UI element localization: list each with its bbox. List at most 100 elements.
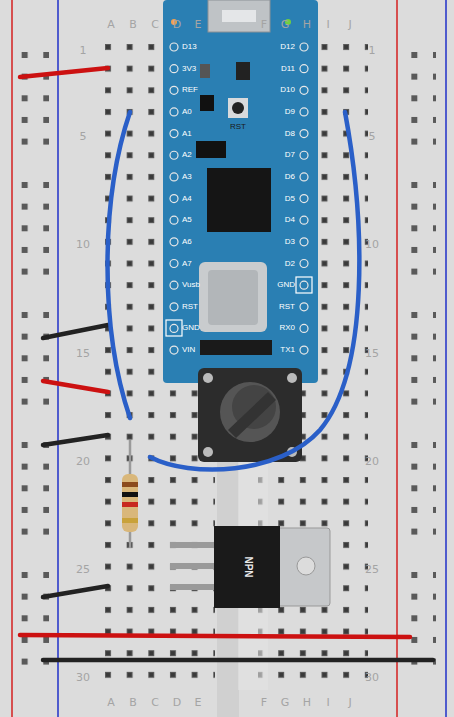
smd-part [200, 64, 210, 78]
pin-label: A0 [182, 108, 192, 116]
rail-holes-right [408, 52, 436, 672]
transistor-leg [170, 542, 216, 548]
pin-label: GND [182, 324, 200, 332]
pin-label: A6 [182, 238, 192, 246]
pin-label: D9 [285, 108, 295, 116]
pin-label: GND [277, 281, 295, 289]
row-number: 25 [365, 564, 379, 575]
pin-label: A2 [182, 151, 192, 159]
rail-line-red [11, 0, 13, 717]
pin-label: A1 [182, 130, 192, 138]
pin-label: Vusb [182, 281, 200, 289]
resistor-body [122, 474, 138, 532]
row-number: 30 [76, 672, 90, 683]
column-letter: C [151, 697, 159, 708]
regulator-module [199, 262, 267, 332]
rail-line-blue [57, 0, 59, 717]
transistor-leg [170, 563, 216, 569]
pin-label: 3V3 [182, 65, 196, 73]
knob-indicator [228, 392, 276, 438]
column-letter: I [326, 697, 329, 708]
transistor-tab [276, 528, 330, 606]
column-letter: A [107, 697, 115, 708]
pin-label: D10 [280, 86, 295, 94]
column-letter: A [107, 19, 115, 30]
column-letter: G [281, 19, 290, 30]
pin-label: D8 [285, 130, 295, 138]
pin-label: D4 [285, 216, 295, 224]
transistor-leg [170, 584, 216, 590]
pin-label: D2 [285, 260, 295, 268]
pin-label: RST [182, 303, 198, 311]
wire-red [20, 68, 108, 77]
column-letter: J [348, 697, 351, 708]
potentiometer [198, 368, 302, 462]
column-letter: J [348, 19, 351, 30]
pin-label: D6 [285, 173, 295, 181]
smd-part [196, 141, 226, 158]
microcontroller-chip [207, 168, 271, 232]
row-number: 10 [365, 239, 379, 250]
pin-highlight [296, 277, 312, 293]
rail-line-red [396, 0, 398, 717]
potentiometer-corner [203, 373, 213, 383]
row-number: 1 [80, 45, 87, 56]
row-number: 15 [76, 348, 90, 359]
usb-port [222, 10, 256, 22]
row-number: 5 [369, 131, 376, 142]
pin-label: VIN [182, 346, 195, 354]
row-number: 20 [365, 456, 379, 467]
wire-black [43, 435, 108, 445]
row-number: 5 [80, 131, 87, 142]
row-number: 15 [365, 348, 379, 359]
column-letter: E [195, 19, 202, 30]
pin-label: REF [182, 86, 198, 94]
transistor-tab-hole [297, 557, 315, 575]
row-number: 10 [76, 239, 90, 250]
rail-line-blue [445, 0, 447, 717]
resistor-band [122, 518, 138, 523]
column-letter: D [173, 697, 181, 708]
wire-blue [108, 112, 131, 418]
wire-black [43, 658, 433, 663]
wire-black [43, 325, 108, 338]
pin-label: A7 [182, 260, 192, 268]
column-letter: C [151, 19, 159, 30]
rail-holes-left [21, 52, 49, 672]
pin-label: D5 [285, 195, 295, 203]
column-letter: F [261, 697, 267, 708]
pin-label: A5 [182, 216, 192, 224]
column-letter: D [173, 19, 181, 30]
wire-black [43, 586, 108, 597]
resistor-band [122, 502, 138, 507]
pin-label: A4 [182, 195, 192, 203]
resistor-band [122, 482, 138, 487]
pin-highlight [166, 320, 182, 336]
wire-red [43, 381, 108, 392]
potentiometer-knob [220, 382, 280, 442]
pin-label: D3 [285, 238, 295, 246]
usb-connector [208, 0, 270, 32]
connector [200, 340, 272, 355]
pin-label: D7 [285, 151, 295, 159]
potentiometer-corner [287, 373, 297, 383]
row-number: 20 [76, 456, 90, 467]
resistor-band [122, 492, 138, 497]
column-letter: I [326, 19, 329, 30]
column-letter: H [303, 19, 311, 30]
pin-label: D12 [280, 43, 295, 51]
smd-part [200, 95, 214, 111]
arduino-board [163, 0, 318, 383]
row-number: 1 [369, 45, 376, 56]
pin-label: TX1 [280, 346, 295, 354]
pin-label: D11 [281, 65, 295, 73]
wire-red [20, 635, 410, 637]
regulator-module [208, 270, 258, 325]
column-letter: B [129, 19, 137, 30]
smd-part [236, 62, 250, 80]
part-label: NPN [243, 556, 253, 577]
row-number: 30 [365, 672, 379, 683]
